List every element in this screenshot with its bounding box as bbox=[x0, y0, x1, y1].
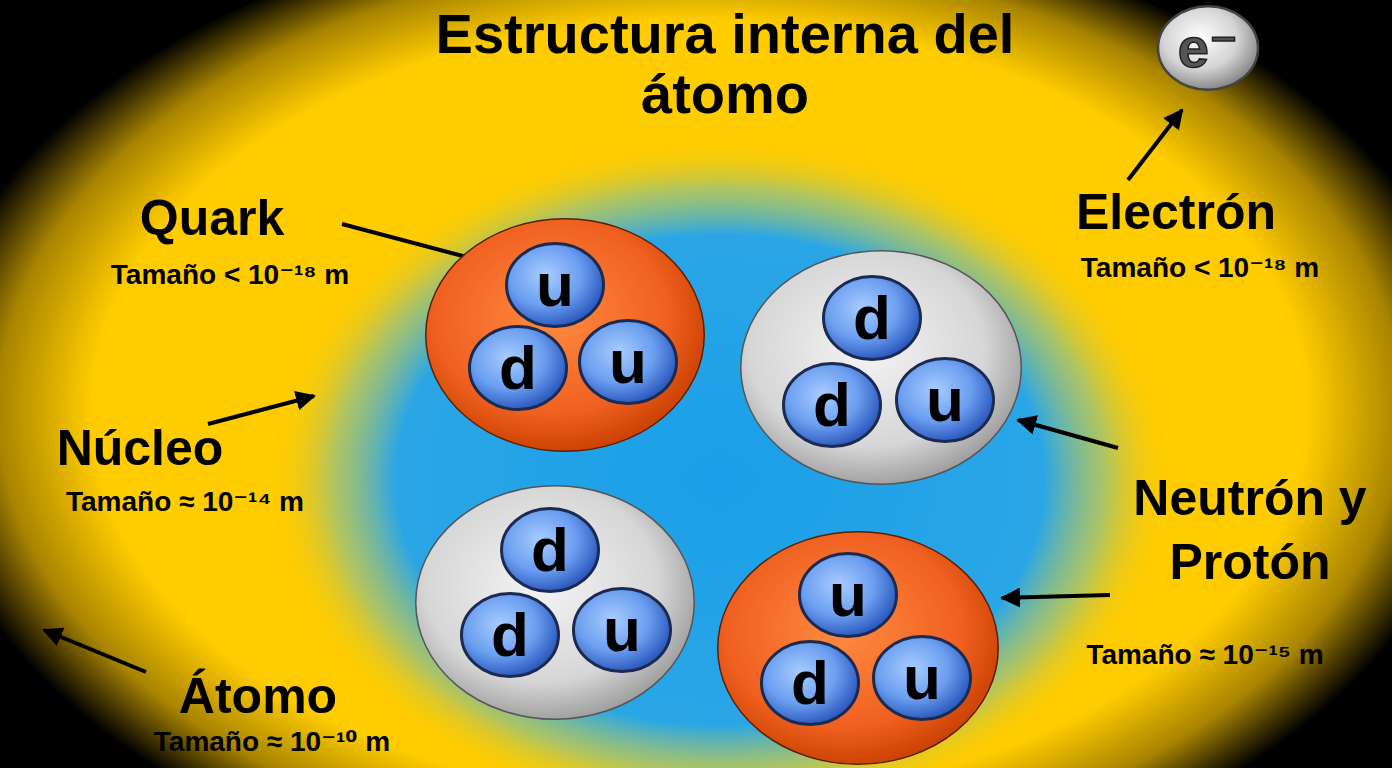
quark-letter: u bbox=[798, 552, 898, 638]
quark-letter: d bbox=[460, 592, 560, 678]
atom-leader bbox=[44, 630, 146, 672]
neutron-circle: ddu bbox=[740, 250, 1022, 485]
size-note-block: Tamaño < 10⁻¹⁸ m bbox=[1081, 252, 1319, 284]
part-name: Núcleo bbox=[57, 420, 224, 477]
part-name: Átomo bbox=[179, 668, 337, 725]
size-note: Tamaño ≈ 10⁻¹⁰ m bbox=[154, 726, 390, 758]
neutron-circle-shape bbox=[416, 485, 695, 719]
quark-letter: u bbox=[505, 242, 605, 328]
size-note: Tamaño < 10⁻¹⁸ m bbox=[1081, 252, 1319, 284]
proton-circle-shape bbox=[718, 532, 999, 765]
part-name-block: Neutrón y Protón bbox=[1130, 466, 1370, 594]
quark-letter: d bbox=[468, 325, 568, 411]
quark-letter: d bbox=[760, 640, 860, 726]
size-note: Tamaño ≈ 10⁻¹⁴ m bbox=[66, 486, 304, 518]
quark-circle: u bbox=[798, 552, 898, 638]
quark-circle: u bbox=[872, 635, 972, 721]
proton-circle-shape bbox=[426, 219, 705, 452]
quark-letter: u bbox=[572, 587, 672, 673]
part-name-block: Quark bbox=[140, 190, 285, 247]
neutron-circle-shape bbox=[741, 250, 1022, 484]
quark-letter: u bbox=[578, 319, 678, 405]
neutron-circle: ddu bbox=[415, 485, 695, 720]
electron-symbol: e⁻ bbox=[1156, 5, 1260, 91]
quark-circle: d bbox=[782, 362, 882, 448]
quark-circle: d bbox=[822, 275, 922, 361]
quark-circle: u bbox=[578, 319, 678, 405]
quark-letter: d bbox=[500, 507, 600, 593]
neutron-leader bbox=[1018, 420, 1118, 448]
part-name: Electrón bbox=[1076, 184, 1276, 241]
quark-letter: u bbox=[895, 357, 995, 443]
proton-circle: udu bbox=[717, 531, 999, 765]
proton-leader bbox=[1002, 595, 1110, 598]
part-name: Neutrón y Protón bbox=[1130, 466, 1370, 594]
quark-circle: d bbox=[760, 640, 860, 726]
electron-leader bbox=[1128, 110, 1182, 180]
part-name: Quark bbox=[140, 190, 285, 247]
nucleus-leader bbox=[208, 396, 314, 424]
quark-circle: u bbox=[505, 242, 605, 328]
size-note: Tamaño ≈ 10⁻¹⁵ m bbox=[1086, 639, 1323, 671]
size-note-block: Tamaño ≈ 10⁻¹⁴ m bbox=[66, 486, 304, 518]
part-name-block: Núcleo bbox=[57, 420, 224, 477]
quark-circle: u bbox=[895, 357, 995, 443]
quark-circle: d bbox=[468, 325, 568, 411]
size-note-block: Tamaño < 10⁻¹⁸ m bbox=[111, 259, 349, 291]
quark-circle: d bbox=[460, 592, 560, 678]
size-note-block: Tamaño ≈ 10⁻¹⁵ m bbox=[1086, 639, 1323, 671]
electron-circle: e⁻ bbox=[1156, 5, 1260, 91]
quark-letter: d bbox=[822, 275, 922, 361]
quark-letter: d bbox=[782, 362, 882, 448]
part-name-block: Electrón bbox=[1076, 184, 1276, 241]
title-block: Estructura interna del átomo bbox=[345, 4, 1105, 124]
proton-circle: udu bbox=[425, 218, 705, 452]
quark-circle: u bbox=[572, 587, 672, 673]
size-note-block: Tamaño ≈ 10⁻¹⁰ m bbox=[154, 726, 390, 758]
title: Estructura interna del átomo bbox=[345, 4, 1105, 124]
part-name-block: Átomo bbox=[179, 668, 337, 725]
quark-circle: d bbox=[500, 507, 600, 593]
size-note: Tamaño < 10⁻¹⁸ m bbox=[111, 259, 349, 291]
quark-letter: u bbox=[872, 635, 972, 721]
